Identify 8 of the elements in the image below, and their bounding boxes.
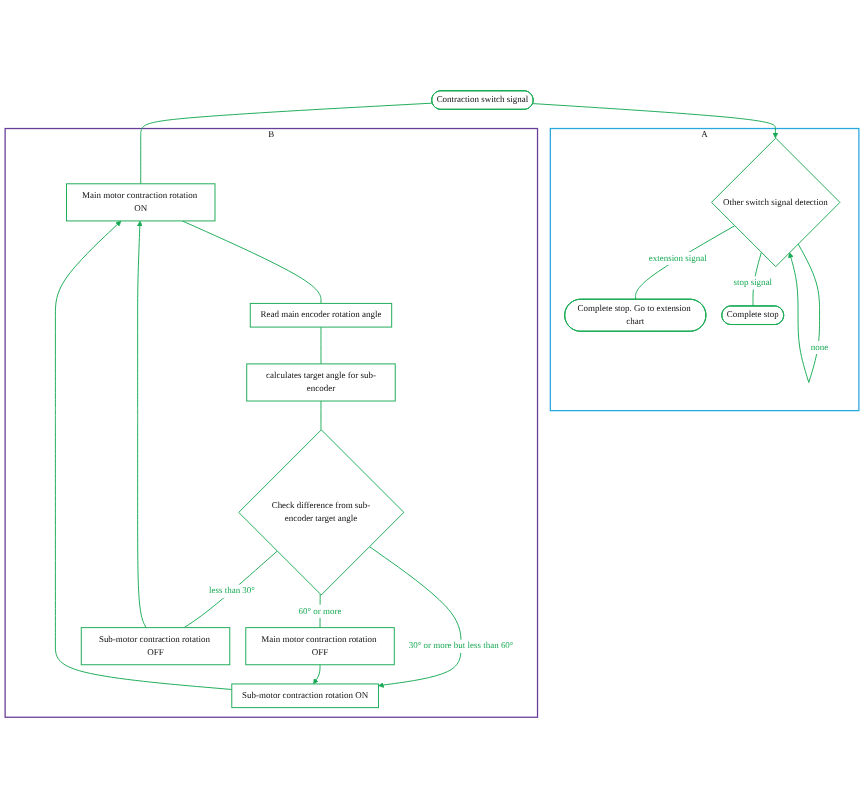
connector: [183, 550, 278, 629]
connector: [319, 593, 321, 629]
connector: [752, 252, 762, 307]
connector: [181, 220, 322, 304]
connector: [320, 326, 322, 365]
connector: [140, 102, 433, 185]
connector: [320, 400, 322, 431]
connector: [635, 225, 736, 301]
